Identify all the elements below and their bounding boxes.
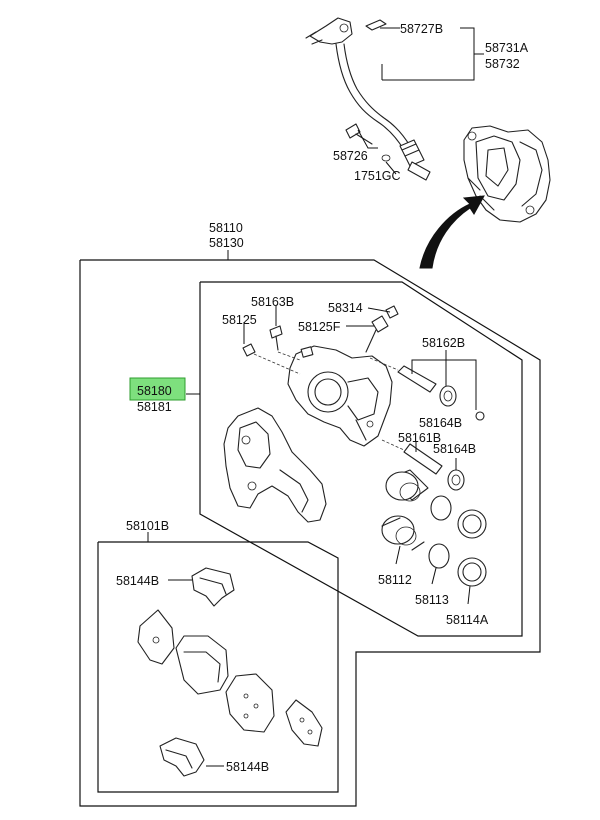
boot-58164B-upper xyxy=(439,385,457,407)
label-58162B[interactable]: 58162B xyxy=(422,336,465,350)
label-58164B-upper[interactable]: 58164B xyxy=(419,416,462,430)
label-58314[interactable]: 58314 xyxy=(328,301,363,315)
highlight-58180[interactable] xyxy=(129,377,186,401)
piston-58112 xyxy=(381,515,425,551)
label-58731A[interactable]: 58731A xyxy=(485,41,529,55)
caliper-frame xyxy=(199,281,523,637)
pad-kit-frame xyxy=(97,541,339,793)
label-58180[interactable]: 58180 xyxy=(137,384,172,398)
cap-58314 xyxy=(385,305,399,319)
piston-upper xyxy=(385,469,429,502)
bleeder-58125F xyxy=(365,315,389,353)
label-58161B[interactable]: 58161B xyxy=(398,431,441,445)
label-58101B[interactable]: 58101B xyxy=(126,519,169,533)
label-58125F[interactable]: 58125F xyxy=(298,320,341,334)
dust-boot-upper xyxy=(457,509,487,539)
brake-pad-right xyxy=(225,673,275,733)
part-labels: 58727B 58731A 58732 58726 1751GC 58110 5… xyxy=(116,22,529,774)
caliper-housing xyxy=(287,345,393,447)
label-58113[interactable]: 58113 xyxy=(415,593,449,607)
clip-58144B-bottom xyxy=(159,737,205,777)
label-58726[interactable]: 58726 xyxy=(333,149,368,163)
shim-right-icon xyxy=(285,699,323,747)
guide-pin-58162B xyxy=(369,357,437,393)
dust-boot-58114A xyxy=(457,557,487,587)
direction-arrow-icon xyxy=(419,195,485,269)
label-58727B[interactable]: 58727B xyxy=(400,22,443,36)
seal-58113-icon xyxy=(428,543,450,569)
outer-frame xyxy=(79,259,541,807)
bolt-58125 xyxy=(242,343,301,375)
label-58130[interactable]: 58130 xyxy=(209,236,244,250)
label-58144B-bottom[interactable]: 58144B xyxy=(226,760,269,774)
label-58181[interactable]: 58181 xyxy=(137,400,172,414)
label-58114A[interactable]: 58114A xyxy=(446,613,489,627)
bolt-58163B xyxy=(269,325,301,361)
label-1751GC[interactable]: 1751GC xyxy=(354,169,401,183)
guide-pin-58161B xyxy=(381,439,443,475)
shim-icon xyxy=(137,609,175,665)
caliper-assembly-illustration xyxy=(463,125,551,223)
sleeve-icon xyxy=(475,411,485,421)
label-58164B-lower[interactable]: 58164B xyxy=(433,442,476,456)
label-58110[interactable]: 58110 xyxy=(209,221,243,235)
boot-58164B-lower xyxy=(447,469,465,491)
leader-lines xyxy=(147,27,484,767)
label-58125[interactable]: 58125 xyxy=(222,313,257,327)
label-58144B-top[interactable]: 58144B xyxy=(116,574,159,588)
clip-58144B-top xyxy=(191,567,235,607)
brake-hose-assembly xyxy=(305,17,431,181)
label-58163B[interactable]: 58163B xyxy=(251,295,294,309)
label-58732[interactable]: 58732 xyxy=(485,57,520,71)
caliper-bracket xyxy=(223,407,327,523)
brake-pad-left xyxy=(175,635,229,695)
seal-upper-icon xyxy=(430,495,452,521)
label-58112[interactable]: 58112 xyxy=(378,573,412,587)
